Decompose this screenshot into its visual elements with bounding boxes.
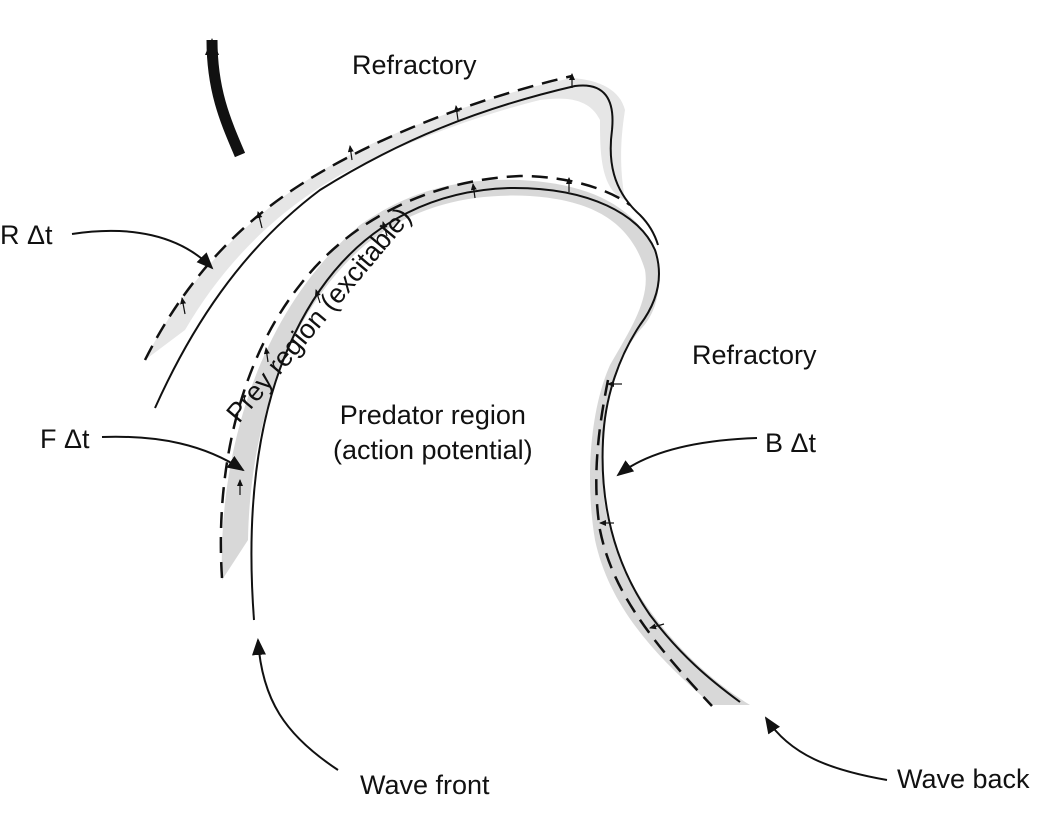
r-dt-label: R Δt [0,220,53,250]
r-dt-pointer [71,229,214,270]
wave-front-line [250,186,741,703]
predator-region-line1: Predator region [339,400,526,430]
inner-shaded-band [221,179,750,705]
wave-front-pointer [252,638,339,771]
predator-region-line2: (action potential) [333,435,533,465]
rotation-arrow [205,38,246,158]
small-arrows [180,73,665,630]
wave-back-label: Wave back [897,764,1030,794]
f-dt-label: F Δt [40,424,90,454]
outer-dashed-line [143,74,573,361]
outer-solid-line [154,84,659,409]
b-dt-label: B Δt [765,428,817,458]
predator-region-label: Predator region (action potential) [333,402,533,464]
wave-back-pointer [764,716,888,781]
b-dt-pointer [616,437,758,477]
wave-front-label: Wave front [360,770,490,800]
refractory-top-label: Refractory [352,50,477,80]
refractory-right-label: Refractory [692,340,817,370]
wave-back-dashed-line [595,379,713,707]
f-dt-pointer [101,435,245,472]
wave-front-dashed-line [219,174,631,579]
